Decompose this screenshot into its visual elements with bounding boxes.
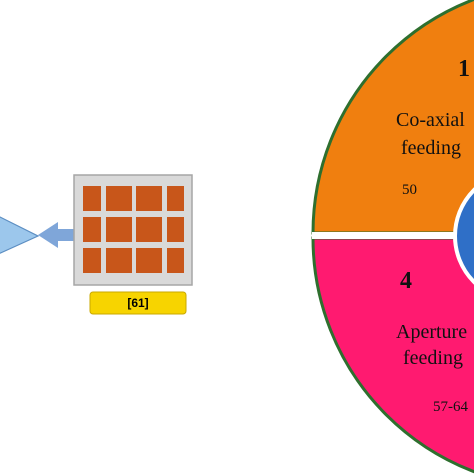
- array-tile: [136, 248, 162, 273]
- left-arrow-icon: [38, 222, 76, 248]
- segment-number-4: 4: [400, 268, 412, 294]
- array-tile: [167, 217, 184, 242]
- segment-title-aperture-line1: Aperture: [396, 321, 467, 343]
- segment-coaxial-feeding: [311, 0, 474, 235]
- segment-title-aperture-line2: feeding: [403, 347, 463, 369]
- reference-badge-label: [61]: [127, 296, 148, 310]
- array-tile: [83, 248, 101, 273]
- segment-aperture-feeding: [311, 236, 474, 474]
- feeding-ring-diagram: [311, 0, 474, 474]
- array-tile: [106, 186, 132, 211]
- segment-title-coaxial-line1: Co-axial: [396, 109, 465, 131]
- reference-badge: [61]: [89, 291, 187, 315]
- segment-refs-aperture: 57-64: [433, 399, 468, 415]
- array-tile: [167, 186, 184, 211]
- array-tile: [136, 186, 162, 211]
- array-tile: [167, 248, 184, 273]
- array-tile: [106, 248, 132, 273]
- center-disc: [453, 187, 474, 285]
- array-tile: [83, 217, 101, 242]
- segment-title-coaxial-line2: feeding: [401, 137, 461, 159]
- segment-refs-coaxial: 50: [402, 182, 417, 198]
- feed-triangle-shape: [0, 216, 40, 254]
- array-tile: [83, 186, 101, 211]
- segment-number-1: 1: [458, 56, 470, 82]
- antenna-array-image: [73, 174, 193, 286]
- array-tile: [136, 217, 162, 242]
- array-tile: [106, 217, 132, 242]
